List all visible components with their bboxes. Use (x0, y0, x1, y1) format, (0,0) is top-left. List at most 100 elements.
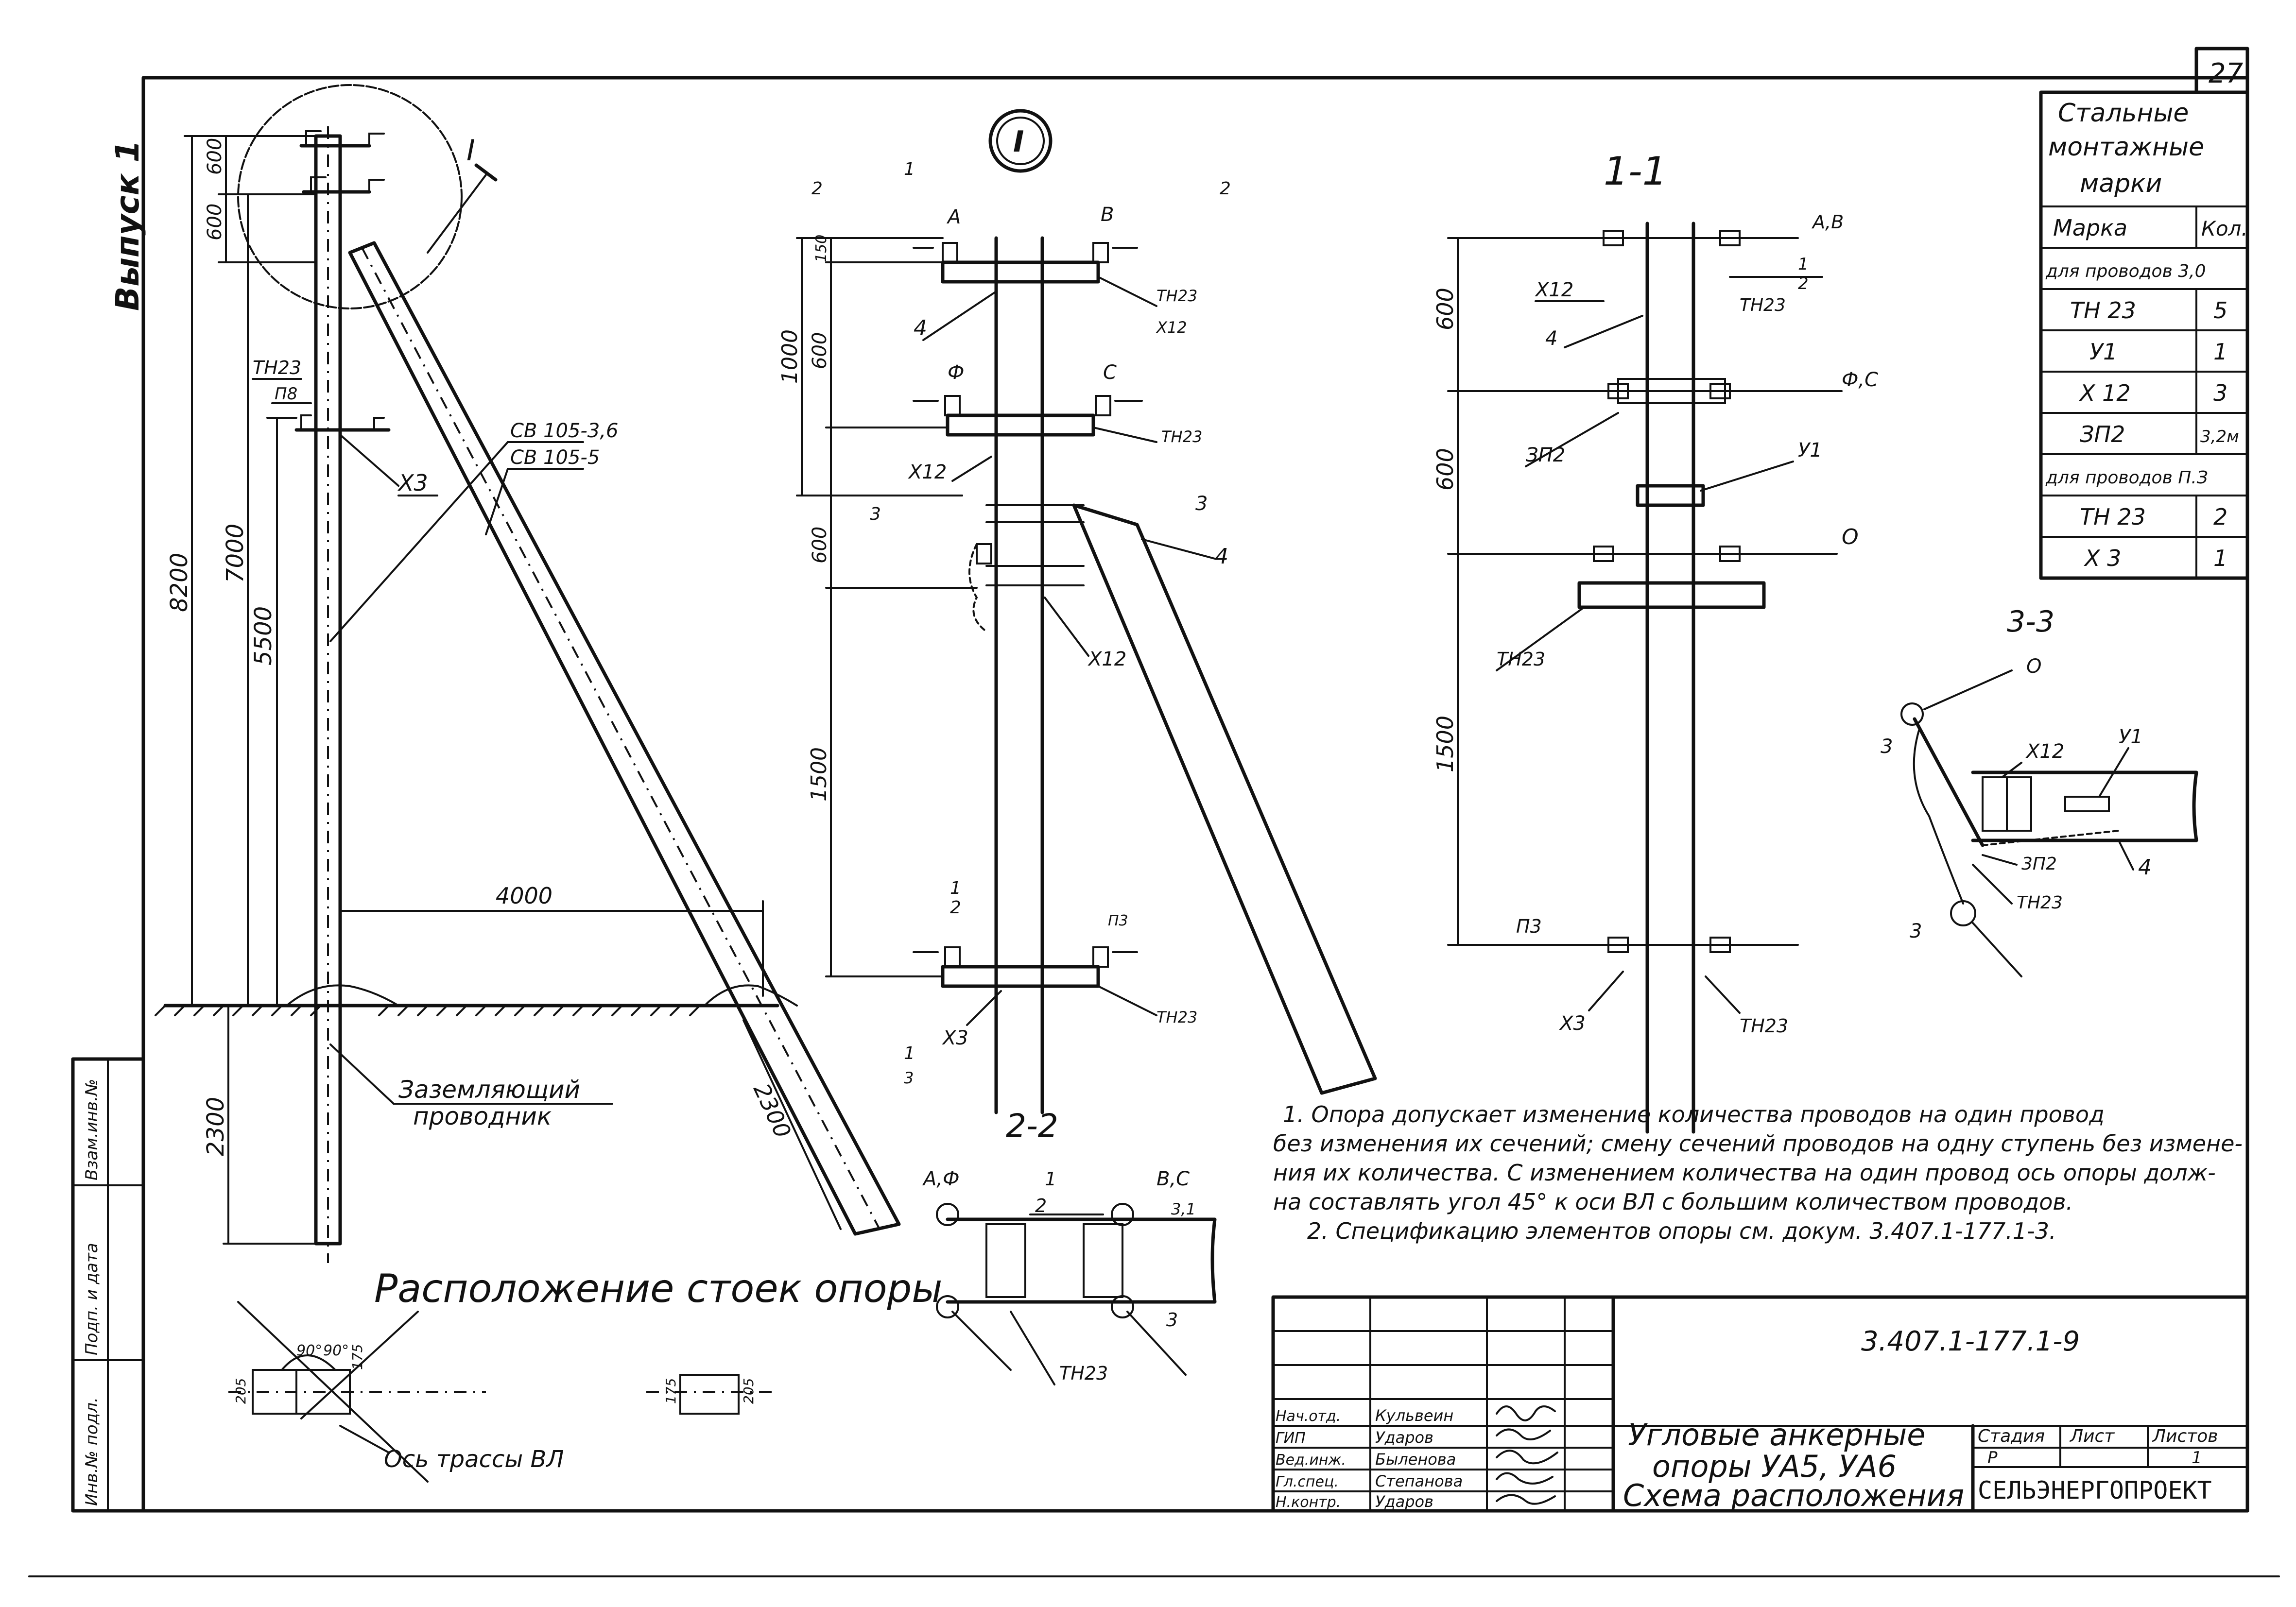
note-1: 1. Опора допускает изменение количества … (1283, 1101, 2105, 1128)
layout-205-a: 205 (233, 1378, 249, 1404)
det-3: 3 (1195, 493, 1208, 515)
sheet-header: Лист (2069, 1426, 2115, 1446)
det-x3: Х3 (942, 1027, 968, 1049)
mt-r3-qty: 3 (2213, 380, 2227, 406)
sec11-x3: Х3 (1559, 1012, 1586, 1035)
mt-title-3: марки (2080, 169, 2162, 198)
angle-1: 90° (296, 1342, 322, 1359)
det-cut-1b: 1 (904, 1043, 915, 1063)
label-sv105-36: СВ 105-3,6 (510, 420, 618, 442)
sec33-3a: 3 (1881, 735, 1893, 758)
dim-5500: 5500 (250, 606, 277, 666)
det-2: 2 (950, 898, 961, 918)
stamp-sign-date: Подп. и дата (82, 1243, 102, 1355)
mt-r2-mark: У1 (2089, 339, 2117, 365)
sig-name-3: Быленова (1375, 1450, 1456, 1469)
sec22-2: 2 (1035, 1195, 1047, 1216)
detail-circle (237, 84, 463, 309)
det-F: Ф (948, 361, 964, 384)
signature-scribble-2 (1496, 1428, 1551, 1440)
mt-group-1: для проводов 3,0 (2045, 261, 2206, 281)
sec11-dim-1500: 1500 (1432, 716, 1458, 772)
det-4b: 4 (1215, 544, 1228, 569)
mt-r6-qty: 1 (2213, 545, 2227, 571)
note-3: ния их количества. С изменением количест… (1273, 1160, 2216, 1186)
sec33-4: 4 (2138, 855, 2152, 880)
detail-view: I 150 1000 600 600 (777, 109, 1377, 1114)
mt-r5-mark: ТН 23 (2080, 504, 2146, 530)
mt-group-2: для проводов П.З (2045, 468, 2208, 488)
mt-h-qty: Кол. (2201, 217, 2248, 240)
note-5: 2. Спецификацию элементов опоры см. доку… (1307, 1218, 2056, 1244)
issue-label: Выпуск 1 (109, 140, 146, 311)
label-p8: П8 (275, 384, 297, 404)
sig-role-3: Вед.инж. (1276, 1452, 1346, 1469)
det-dim-600a: 600 (809, 332, 831, 369)
sec33-x12: Х12 (2025, 740, 2064, 763)
main-caption: Расположение стоек опоры (374, 1266, 942, 1311)
det-x12c: Х12 (1088, 648, 1126, 670)
sec33-3p2: 3П2 (2021, 854, 2057, 874)
det-tn23c: ТН23 (1157, 1008, 1197, 1026)
layout-205-b: 205 (741, 1378, 757, 1404)
sec11-FC: Ф,С (1842, 369, 1878, 391)
detail-marker: I (466, 134, 475, 168)
title-block: 3.407.1-177.1-9 Угловые анкерные опоры У… (1271, 1295, 2249, 1513)
pole-layout: 90° 90° 205 175 175 205 Ось трассы ВЛ (228, 1301, 777, 1483)
sig-role-5: Н.контр. (1276, 1494, 1341, 1511)
mt-r1-mark: ТН 23 (2070, 297, 2136, 324)
sec11-title: 1-1 (1604, 149, 1667, 194)
mt-r6-mark: Х 3 (2084, 545, 2121, 571)
sig-name-5: Ударов (1375, 1492, 1433, 1511)
main-view: I 600 600 8200 7000 5500 2300 4000 2300 … (155, 84, 942, 1483)
label-ground-2: проводник (413, 1102, 552, 1130)
sheets-value: 1 (2192, 1448, 2202, 1468)
mt-r3-mark: Х 12 (2079, 380, 2131, 406)
route-axis-label: Ось трассы ВЛ (384, 1446, 564, 1473)
mt-title-2: монтажные (2048, 133, 2204, 162)
dim-2300-strut: 2300 (748, 1079, 796, 1142)
det-C: С (1103, 361, 1117, 384)
det-dim-150: 150 (813, 235, 830, 262)
det-cut-2a: 2 (811, 179, 823, 199)
mt-h-mark: Марка (2053, 215, 2127, 241)
stamp-replace-inv: Взам.инв.№ (82, 1079, 102, 1180)
det-dim-600b: 600 (809, 527, 831, 564)
det-x12b: Х12 (908, 461, 947, 483)
sec11-tn23a: ТН23 (1740, 295, 1786, 315)
sec11-AB: А,В (1811, 211, 1844, 233)
sig-role-1: Нач.отд. (1276, 1408, 1341, 1425)
signature-scribble-4 (1496, 1472, 1554, 1485)
mt-r5-qty: 2 (2213, 504, 2227, 530)
sec11-x12: Х12 (1535, 279, 1573, 301)
side-stamp: Инв.№ подл. Подп. и дата Взам.инв.№ (71, 1057, 145, 1513)
sheets-header: Листов (2152, 1426, 2218, 1446)
sheet-frame (141, 76, 2249, 1513)
dim-2300: 2300 (202, 1097, 229, 1156)
dim-7000: 7000 (222, 524, 249, 583)
det-1: 1 (950, 878, 961, 898)
sec11-dim-600b: 600 (1432, 448, 1458, 491)
sig-role-2: ГИП (1276, 1430, 1306, 1447)
note-4: на составлять угол 45° к оси ВЛ с больши… (1273, 1189, 2073, 1215)
section-2-2: 2-2 А,Ф 1 2 В,С 3,1 3 ТН23 (922, 1107, 1217, 1385)
title-line-2: опоры УА5, УА6 (1652, 1449, 1897, 1484)
label-tn23: ТН23 (253, 357, 301, 378)
layout-175-a: 175 (349, 1344, 365, 1370)
sec33-3b: 3 (1910, 920, 1922, 942)
dim-4000: 4000 (496, 883, 552, 909)
company-name: СЕЛЬЭНЕРГОПРОЕКТ (1978, 1476, 2212, 1504)
doc-code: 3.407.1-177.1-9 (1861, 1326, 2080, 1357)
det-dim-1000: 1000 (777, 329, 802, 384)
section-3-3: 3-3 О Х12 У1 3 3П2 ТН23 4 3 (1881, 605, 2198, 977)
label-sv105-5: СВ 105-5 (510, 446, 600, 469)
note-2: без изменения их сечений; смену сечений … (1273, 1130, 2243, 1157)
sec33-U1: У1 (2119, 726, 2143, 748)
sec22-3: 3 (1166, 1309, 1178, 1331)
det-tn23a: ТН23 (1157, 287, 1197, 305)
mt-r1-qty: 5 (2213, 297, 2227, 324)
sig-name-1: Кульвеин (1375, 1406, 1453, 1425)
angle-2: 90° (323, 1342, 349, 1359)
sec11-U1: У1 (1798, 439, 1822, 462)
